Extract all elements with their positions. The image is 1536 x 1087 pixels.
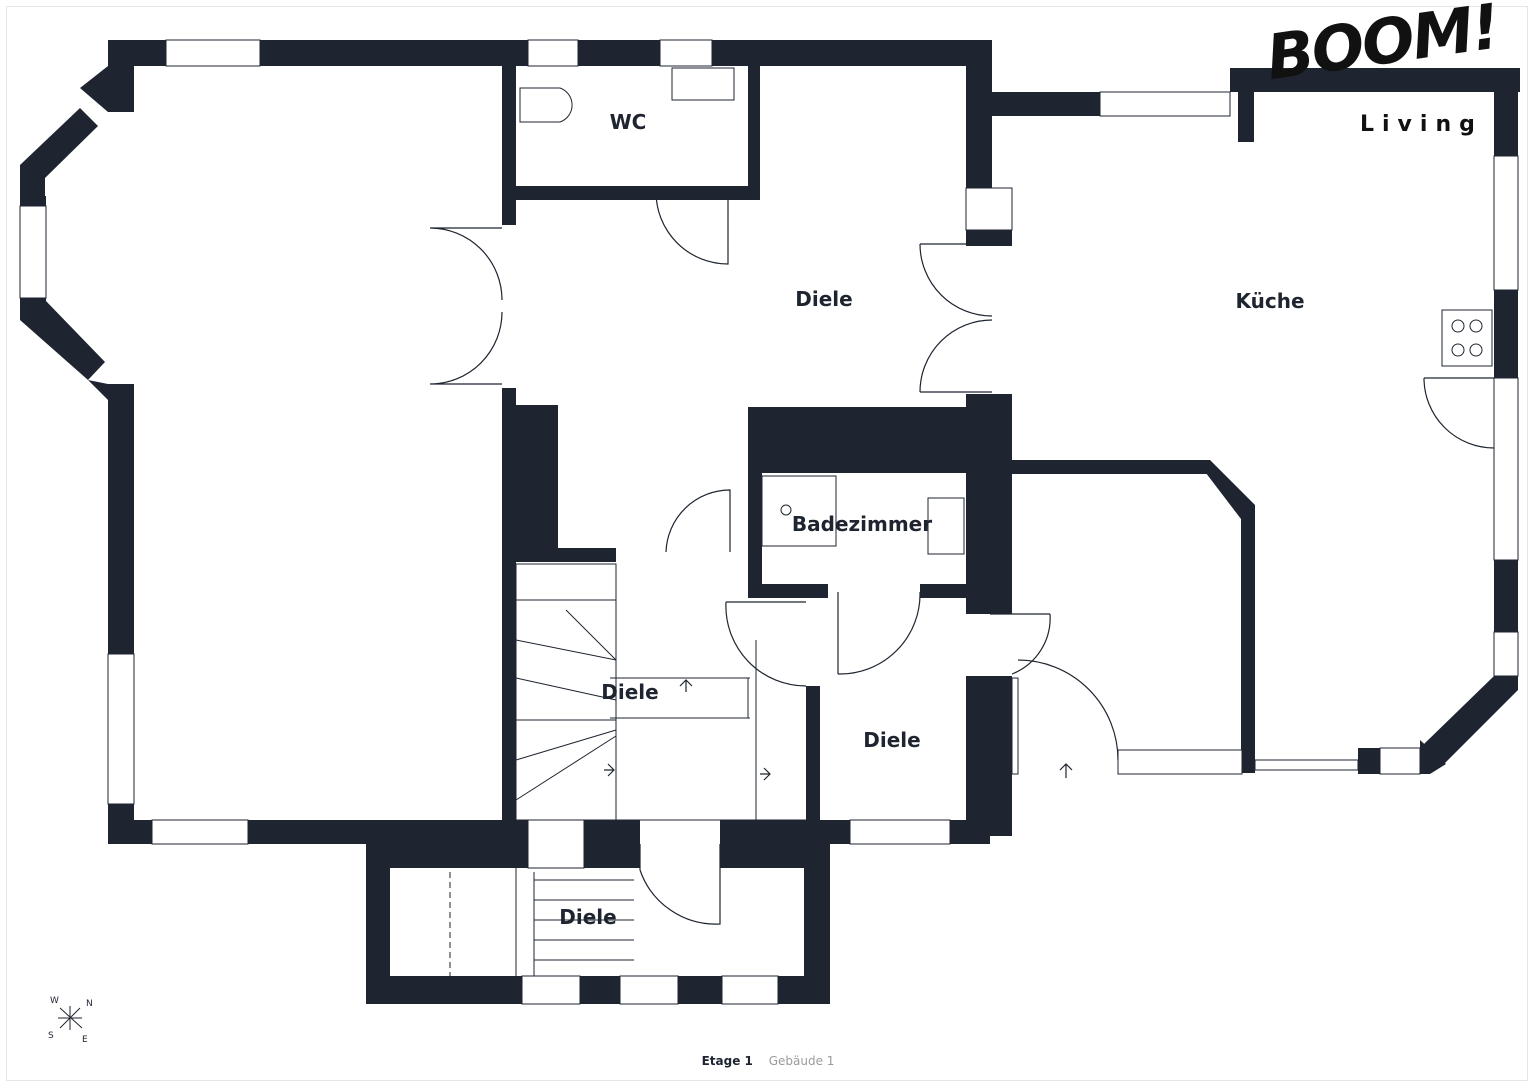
- page-frame: [6, 6, 1528, 1081]
- compass-w: W: [50, 996, 59, 1006]
- compass-e: E: [82, 1035, 88, 1045]
- room-label-wc: WC: [609, 110, 647, 134]
- doors: [429, 191, 1495, 925]
- stove: [1441, 309, 1493, 367]
- room-label-diele-main: Diele: [795, 287, 853, 311]
- arrows: [604, 679, 1073, 781]
- building-label: Gebäude 1: [768, 1054, 835, 1068]
- floor-label: Etage 1: [701, 1054, 753, 1068]
- shower-drain: [780, 504, 792, 516]
- compass-s: S: [48, 1031, 54, 1041]
- wc-sink: [671, 67, 735, 101]
- up-arrow-icon: [679, 679, 693, 692]
- room-label-diele-stairs: Diele: [601, 680, 659, 704]
- compass-n: N: [86, 999, 93, 1009]
- bath-sink: [927, 497, 965, 555]
- shower: [761, 475, 837, 547]
- room-label-kueche: Küche: [1235, 289, 1305, 313]
- footer: Etage 1 Gebäude 1: [0, 1054, 1536, 1068]
- up-arrow-icon: [1059, 763, 1073, 778]
- fixtures: [519, 67, 1493, 555]
- right-arrow-icon: [604, 763, 615, 777]
- toilet: [519, 87, 573, 123]
- right-arrow-icon: [760, 767, 771, 781]
- logo-subtitle: Living: [1360, 112, 1483, 137]
- room-label-diele-bottom: Diele: [559, 905, 617, 929]
- compass-icon: W N S E: [48, 996, 93, 1045]
- windows: [19, 39, 1519, 1005]
- stairs: [449, 563, 806, 976]
- room-label-diele-lower: Diele: [863, 728, 921, 752]
- room-label-badezimmer: Badezimmer: [791, 512, 933, 536]
- walls: [20, 40, 1520, 1004]
